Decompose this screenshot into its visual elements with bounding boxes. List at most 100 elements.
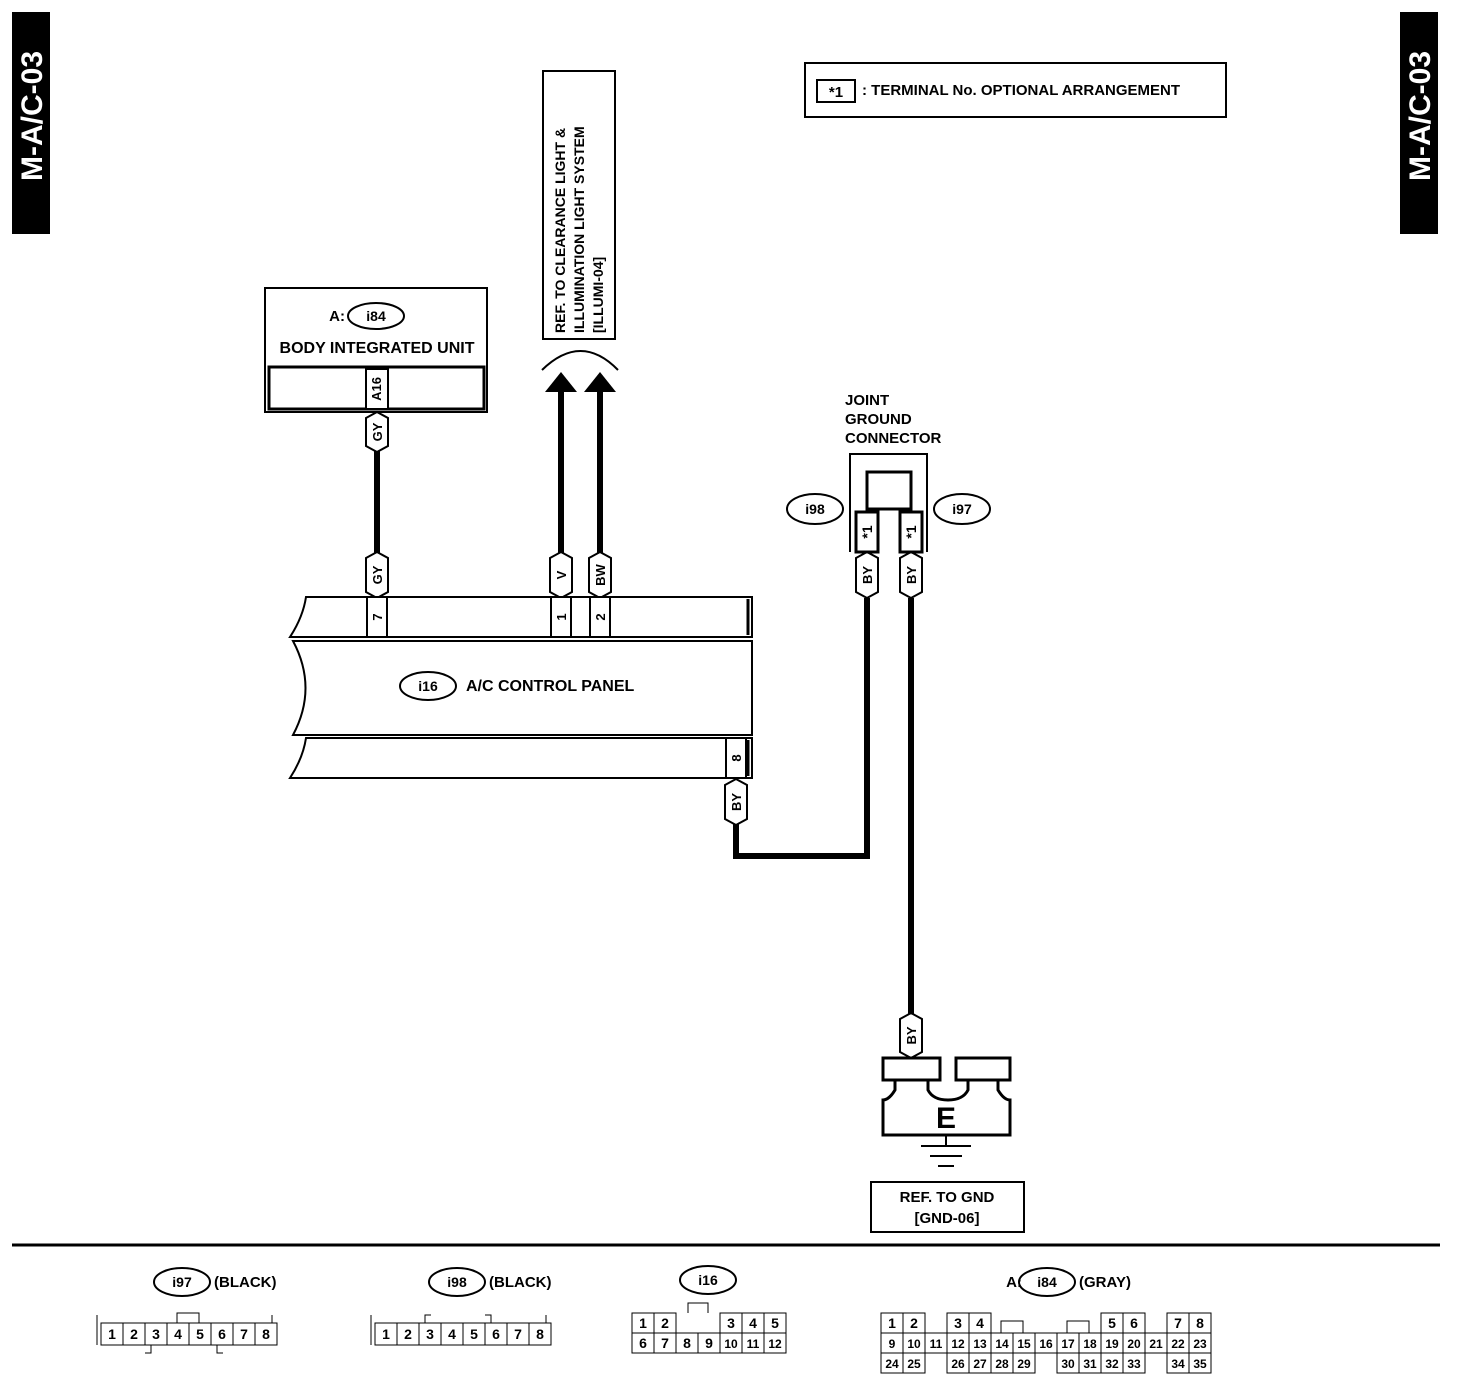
header-tab-right — [1400, 12, 1438, 234]
connector-pin: 16 — [1039, 1337, 1053, 1351]
arrow-up-icon — [545, 372, 577, 392]
wire-color-label: GY — [370, 565, 385, 584]
connector-pin: 10 — [907, 1337, 921, 1351]
ref-illumi-line-1: REF. TO CLEARANCE LIGHT & — [552, 128, 568, 333]
connector-pin: 9 — [889, 1337, 896, 1351]
connector-pin: 1 — [108, 1326, 116, 1342]
connector-pin: 2 — [661, 1315, 669, 1331]
connector-pin: 8 — [1196, 1315, 1204, 1331]
connector-pin: 8 — [262, 1326, 270, 1342]
connector-pin: 1 — [888, 1315, 896, 1331]
connector-pin: 4 — [976, 1315, 984, 1331]
body-integrated-unit: A: i84 BODY INTEGRATED UNIT A16 — [264, 287, 488, 413]
panel-pin: 7 — [366, 596, 388, 638]
wire-color-tag: BY — [899, 550, 923, 600]
connector-pin: 3 — [426, 1326, 434, 1342]
legend-symbol: *1 — [829, 84, 843, 101]
connector-pin: 6 — [218, 1326, 226, 1342]
joint-ground-connector: JOINT GROUND CONNECTOR *1 *1 i98 i97 — [786, 392, 991, 554]
header-tab-left — [12, 12, 50, 234]
joint-label-2: GROUND — [845, 411, 912, 428]
body-unit-connector: i84 — [366, 308, 386, 324]
connector-pin: 11 — [747, 1337, 760, 1351]
wire-continuation-arc — [541, 350, 619, 371]
wire-color-label: BY — [904, 1026, 919, 1044]
wire-color-tag: GY — [365, 550, 389, 600]
joint-left-terminal: *1 — [859, 525, 875, 538]
connector-pin: 7 — [514, 1326, 522, 1342]
connector-pin: 8 — [536, 1326, 544, 1342]
connector-pin: 30 — [1061, 1357, 1075, 1371]
joint-right-connector: i97 — [952, 501, 972, 517]
wire-color-label: GY — [370, 422, 385, 441]
connector-pin: 34 — [1171, 1357, 1185, 1371]
header-code-right: M-A/C-03 — [1404, 51, 1437, 181]
wire-color-label: BW — [593, 563, 608, 585]
connector-pin: 3 — [727, 1315, 735, 1331]
ground-ref-2: [GND-06] — [914, 1210, 979, 1227]
connector-pin: 1 — [382, 1326, 390, 1342]
arrow-up-icon — [584, 372, 616, 392]
wires — [374, 392, 914, 1018]
connector-pin: 4 — [448, 1326, 456, 1342]
joint-label-3: CONNECTOR — [845, 430, 942, 447]
connector-id: i16 — [698, 1272, 718, 1288]
panel-pin: 2 — [589, 596, 611, 638]
connector-view-i84: A:i84(GRAY)19242102511312264132714281529… — [880, 1267, 1212, 1374]
connector-pin: 5 — [196, 1326, 204, 1342]
connector-pin: 12 — [951, 1337, 965, 1351]
ground-terminal: E REF. TO GND [GND-06] — [870, 1056, 1025, 1233]
connector-color: (GRAY) — [1079, 1274, 1131, 1291]
panel-pin-number: 7 — [370, 613, 385, 620]
connector-pin: 33 — [1127, 1357, 1141, 1371]
terminal-legend: *1 : TERMINAL No. OPTIONAL ARRANGEMENT — [804, 62, 1227, 118]
body-unit-prefix: A: — [329, 308, 345, 325]
panel-pin-number: 8 — [729, 754, 744, 761]
connector-pin: 2 — [404, 1326, 412, 1342]
connector-pin: 6 — [492, 1326, 500, 1342]
header-code-left: M-A/C-03 — [16, 51, 49, 181]
connector-pin: 15 — [1017, 1337, 1031, 1351]
joint-right-terminal: *1 — [903, 525, 919, 538]
wire-color-tag: BW — [588, 550, 612, 600]
panel-pin-number: 1 — [554, 613, 569, 620]
connector-pin: 24 — [885, 1357, 899, 1371]
connector-pin: 3 — [954, 1315, 962, 1331]
panel-pin: 1 — [550, 596, 572, 638]
ac-panel-connector: i16 — [418, 678, 438, 694]
connector-pin: 5 — [1108, 1315, 1116, 1331]
connector-pin: 22 — [1171, 1337, 1185, 1351]
ac-control-panel: i16 A/C CONTROL PANEL 7 1 2 8 — [288, 596, 753, 779]
connector-pin: 2 — [910, 1315, 918, 1331]
connector-pin: 5 — [470, 1326, 478, 1342]
connector-pin: 7 — [661, 1335, 669, 1351]
wire-color-label: BY — [904, 566, 919, 584]
body-unit-terminal: A16 — [369, 377, 384, 401]
connector-pin: 29 — [1017, 1357, 1031, 1371]
connector-pin: 5 — [771, 1315, 779, 1331]
joint-left-connector: i98 — [805, 501, 825, 517]
ref-illumi-line-3: [ILLUMI-04] — [590, 257, 606, 333]
wire-color-tag: BY — [724, 777, 748, 827]
ac-panel-name: A/C CONTROL PANEL — [466, 678, 635, 695]
legend-text: : TERMINAL No. OPTIONAL ARRANGEMENT — [862, 82, 1180, 99]
body-unit-name: BODY INTEGRATED UNIT — [280, 340, 475, 357]
ref-illumi-line-2: ILLUMINATION LIGHT SYSTEM — [571, 126, 587, 333]
connector-pin: 23 — [1193, 1337, 1207, 1351]
connector-pin: 7 — [240, 1326, 248, 1342]
connector-pin: 4 — [749, 1315, 757, 1331]
connector-pin: 7 — [1174, 1315, 1182, 1331]
connector-pin: 25 — [907, 1357, 921, 1371]
connector-color: (BLACK) — [489, 1274, 551, 1291]
connector-pin: 6 — [639, 1335, 647, 1351]
panel-pin: 8 — [725, 737, 747, 779]
connector-pin: 20 — [1127, 1337, 1141, 1351]
connector-color: (BLACK) — [214, 1274, 276, 1291]
connector-pin: 28 — [995, 1357, 1009, 1371]
connector-pin: 35 — [1193, 1357, 1207, 1371]
